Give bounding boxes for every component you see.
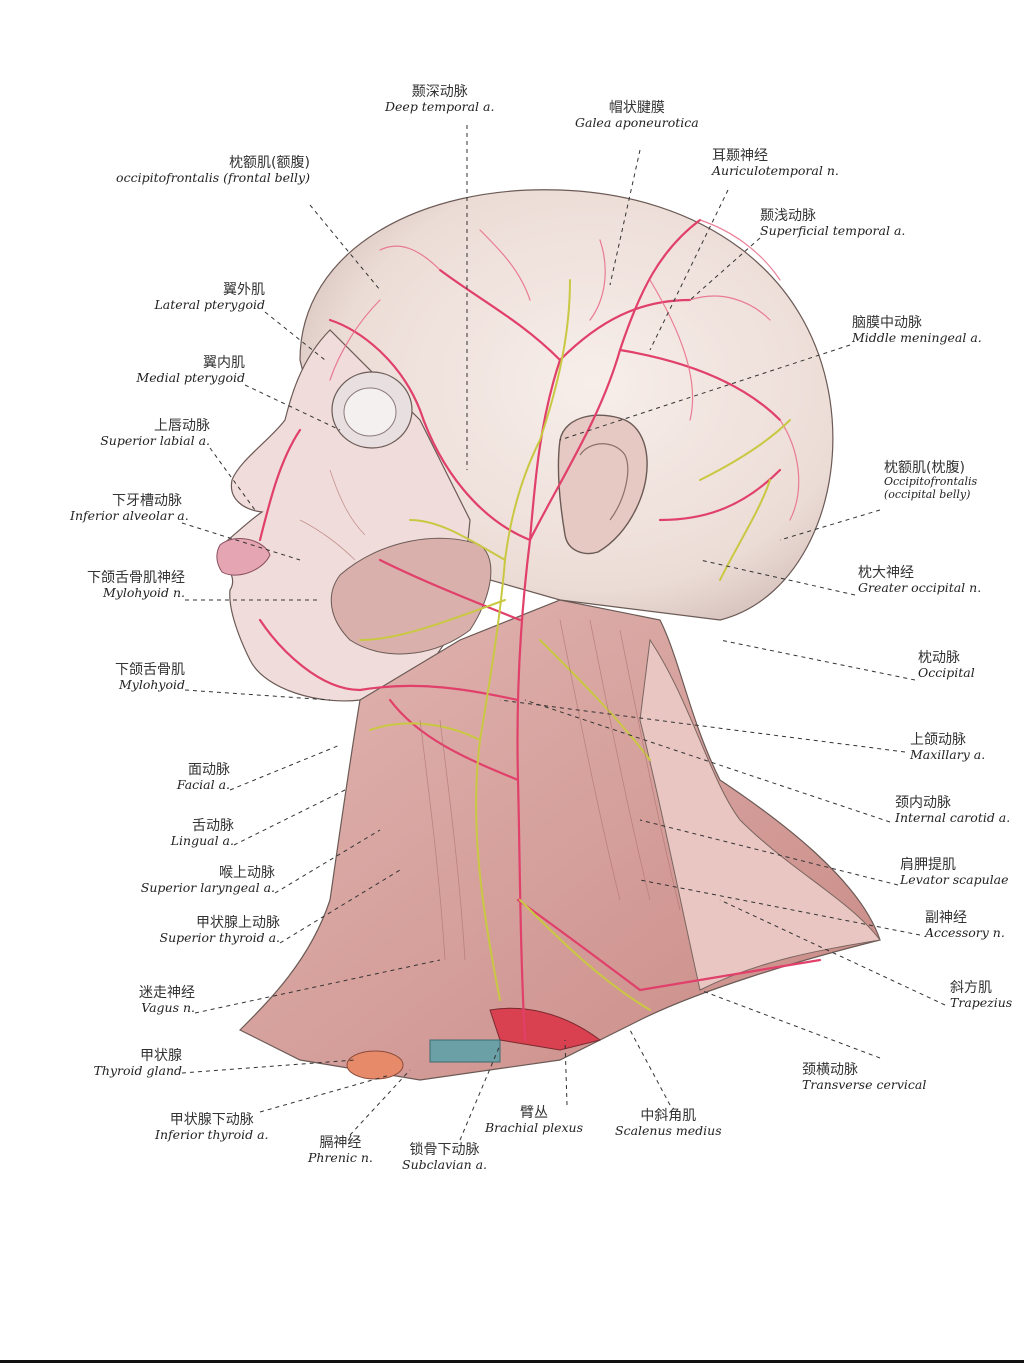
label-inferior-alveolar: 下牙槽动脉 Inferior alveolar a. <box>70 493 189 524</box>
label-lateral-pterygoid: 翼外肌 Lateral pterygoid <box>154 282 265 313</box>
label-vagus: 迷走神经 Vagus n. <box>139 985 195 1016</box>
leader-facial <box>229 744 341 791</box>
thyroid-gland-shape <box>346 1050 404 1080</box>
leader-medial-pterygoid <box>244 384 341 431</box>
leader-scalenus-medius <box>629 1029 671 1106</box>
label-brachial-plexus: 臂丛 Brachial plexus <box>485 1105 583 1136</box>
label-levator-scapulae: 肩胛提肌 Levator scapulae <box>900 857 1009 888</box>
infratemporal-region <box>330 537 492 655</box>
label-trapezius: 斜方肌 Trapezius <box>950 980 1013 1011</box>
label-mylohyoid: 下颌舌骨肌 Mylohyoid <box>115 662 185 693</box>
nerves <box>359 279 791 1011</box>
leader-greater-occipital <box>699 559 856 596</box>
leader-phrenic <box>349 1069 411 1136</box>
leader-lines <box>181 125 946 1141</box>
label-internal-carotid: 颈内动脉 Internal carotid a. <box>895 795 1011 826</box>
ear <box>557 414 648 555</box>
leader-vagus <box>194 959 441 1014</box>
leader-brachial-plexus <box>564 1039 568 1106</box>
arteries <box>258 218 822 1042</box>
leader-subclavian <box>459 1044 501 1141</box>
label-maxillary: 上颌动脉 Maxillary a. <box>910 732 986 763</box>
label-lingual: 舌动脉 Lingual a. <box>170 818 234 849</box>
leader-occipital <box>719 639 916 681</box>
label-deep-temporal: 颞深动脉 Deep temporal a. <box>385 84 495 115</box>
trapezius-region <box>639 638 881 991</box>
label-inferior-thyroid: 甲状腺下动脉 Inferior thyroid a. <box>155 1112 269 1143</box>
label-occipitofrontalis-occipital: 枕额肌(枕腹) Occipitofrontalis (occipital bel… <box>884 460 978 501</box>
label-transverse-cervical: 颈横动脉 Transverse cervical <box>802 1062 927 1093</box>
label-superior-labial: 上唇动脉 Superior labial a. <box>100 418 210 449</box>
bottom-rule <box>0 1360 1024 1363</box>
trachea <box>429 1039 501 1063</box>
label-superior-laryngeal: 喉上动脉 Superior laryngeal a. <box>140 865 275 896</box>
label-scalenus-medius: 中斜角肌 Scalenus medius <box>615 1108 722 1139</box>
label-thyroid-gland: 甲状腺 Thyroid gland <box>93 1048 182 1079</box>
leader-lingual <box>233 789 346 846</box>
muscle-texture <box>299 469 681 961</box>
leader-middle-meningeal <box>559 344 851 441</box>
label-medial-pterygoid: 翼内肌 Medial pterygoid <box>136 355 245 386</box>
leader-occipitofrontalis-frontal <box>309 204 381 291</box>
leader-thyroid-gland <box>181 1059 356 1074</box>
leader-mylohyoid <box>184 689 331 701</box>
leader-transverse-cervical <box>699 989 881 1059</box>
leader-trapezius <box>719 899 946 1006</box>
lips <box>216 537 271 576</box>
label-facial: 面动脉 Facial a. <box>176 762 230 793</box>
scalp-vessels <box>329 219 800 521</box>
label-auriculotemporal: 耳颞神经 Auriculotemporal n. <box>712 148 839 179</box>
label-occipital: 枕动脉 Occipital <box>918 650 975 681</box>
label-mylohyoid-n: 下颌舌骨肌神经 Mylohyoid n. <box>87 570 185 601</box>
label-superior-thyroid: 甲状腺上动脉 Superior thyroid a. <box>159 915 281 946</box>
label-greater-occipital: 枕大神经 Greater occipital n. <box>858 565 982 596</box>
label-subclavian: 锁骨下动脉 Subclavian a. <box>402 1142 488 1173</box>
label-occipitofrontalis-frontal: 枕额肌(额腹) occipitofrontalis (frontal belly… <box>116 155 310 186</box>
label-phrenic: 膈神经 Phrenic n. <box>308 1135 373 1166</box>
leader-lateral-pterygoid <box>264 311 326 361</box>
label-galea: 帽状腱膜 Galea aponeurotica <box>575 100 699 131</box>
label-superficial-temporal: 颞浅动脉 Superficial temporal a. <box>760 208 906 239</box>
label-middle-meningeal: 脑膜中动脉 Middle meningeal a. <box>852 315 982 346</box>
leader-auriculotemporal <box>649 189 729 351</box>
leader-inferior-thyroid <box>259 1074 391 1113</box>
leader-galea <box>609 149 641 286</box>
label-accessory: 副神经 Accessory n. <box>925 910 1005 941</box>
scalene-band <box>489 1007 602 1051</box>
leader-internal-carotid <box>524 699 891 823</box>
leader-occipitofrontalis-occipital <box>779 509 881 541</box>
